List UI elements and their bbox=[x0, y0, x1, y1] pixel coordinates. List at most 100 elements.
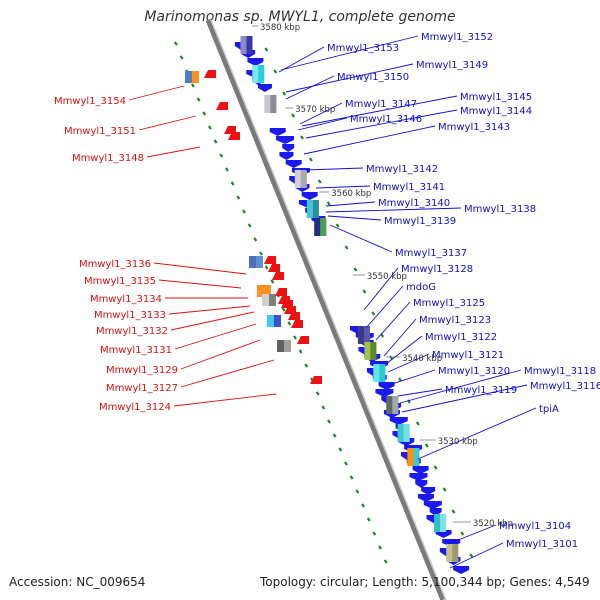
connector-line bbox=[158, 279, 242, 289]
feature-box-shade bbox=[379, 364, 386, 382]
gene-label-right[interactable]: Mmwyl1_3147 bbox=[345, 99, 417, 110]
reverse-gene-arrow bbox=[264, 256, 276, 264]
gc-dot bbox=[338, 447, 343, 452]
gc-dot bbox=[191, 83, 195, 88]
feature-box-shade bbox=[274, 315, 281, 327]
gene-label-right[interactable]: Mmwyl1_3123 bbox=[419, 315, 491, 326]
gene-label-left[interactable]: Mmwyl1_3131 bbox=[100, 345, 172, 356]
gene-label-right[interactable]: Mmwyl1_3152 bbox=[421, 32, 493, 43]
gene-label-right[interactable]: Mmwyl1_3142 bbox=[366, 164, 438, 175]
forward-gene-arrow bbox=[275, 136, 294, 144]
connector-line bbox=[385, 335, 423, 365]
gc-dot bbox=[460, 531, 465, 536]
gc-dot bbox=[270, 279, 275, 284]
gene-label-right[interactable]: Mmwyl1_3116 bbox=[530, 381, 600, 392]
gc-dot bbox=[344, 461, 348, 466]
gc-dot bbox=[469, 553, 474, 558]
connector-line bbox=[305, 109, 458, 139]
gene-label-right[interactable]: mdoG bbox=[406, 282, 436, 293]
feature-box-shade bbox=[403, 424, 410, 442]
gc-dot bbox=[308, 157, 313, 162]
gene-label-right[interactable]: Mmwyl1_3118 bbox=[524, 366, 596, 377]
forward-gene-arrow bbox=[257, 84, 272, 92]
gene-label-right[interactable]: Mmwyl1_3125 bbox=[413, 298, 485, 309]
gene-label-right[interactable]: Mmwyl1_3139 bbox=[384, 216, 456, 227]
forward-gene-arrow bbox=[279, 152, 294, 160]
connector-line bbox=[387, 353, 430, 373]
gene-label-left[interactable]: Mmwyl1_3134 bbox=[90, 294, 162, 305]
gene-label-left[interactable]: Mmwyl1_3151 bbox=[64, 126, 136, 137]
connector-line bbox=[303, 125, 436, 155]
reverse-gene-arrow bbox=[288, 312, 300, 320]
connector-line bbox=[146, 146, 201, 158]
forward-gene-arrow bbox=[415, 480, 428, 488]
forward-gene-arrow bbox=[378, 382, 395, 390]
connector-line bbox=[285, 75, 335, 100]
gene-label-right[interactable]: tpiA bbox=[539, 404, 559, 415]
reverse-gene-arrow bbox=[310, 376, 322, 384]
gc-dot bbox=[282, 91, 287, 96]
forward-gene-arrow bbox=[247, 58, 264, 66]
gene-label-right[interactable]: Mmwyl1_3150 bbox=[337, 72, 409, 83]
gc-dot bbox=[361, 503, 365, 508]
forward-gene-arrow bbox=[375, 389, 394, 397]
gc-dot bbox=[362, 289, 367, 294]
gc-dot bbox=[317, 179, 322, 184]
gene-label-left[interactable]: Mmwyl1_3135 bbox=[84, 276, 156, 287]
gc-dot bbox=[372, 531, 377, 536]
connector-line bbox=[278, 46, 325, 73]
connector-line bbox=[315, 185, 371, 189]
connector-line bbox=[285, 63, 414, 93]
gene-label-right[interactable]: Mmwyl1_3121 bbox=[432, 350, 504, 361]
forward-gene-arrow bbox=[389, 417, 408, 425]
forward-gene-arrow bbox=[285, 160, 302, 168]
gc-dot bbox=[293, 335, 297, 340]
gc-dot bbox=[326, 201, 331, 206]
gc-dot bbox=[264, 47, 269, 52]
gene-label-right[interactable]: Mmwyl1_3146 bbox=[350, 114, 422, 125]
gene-label-right[interactable]: Mmwyl1_3119 bbox=[445, 385, 517, 396]
connector-line bbox=[397, 388, 443, 397]
gene-label-left[interactable]: Mmwyl1_3148 bbox=[72, 153, 144, 164]
gc-dot bbox=[304, 363, 309, 368]
gene-label-right[interactable]: Mmwyl1_3145 bbox=[460, 92, 532, 103]
kbp-tick-label: 3570 kbp bbox=[295, 105, 335, 115]
gene-labels[interactable]: Mmwyl1_3152Mmwyl1_3153Mmwyl1_3149Mmwyl1_… bbox=[54, 32, 600, 550]
gene-label-left[interactable]: Mmwyl1_3136 bbox=[79, 259, 151, 270]
gene-label-right[interactable]: Mmwyl1_3149 bbox=[416, 60, 488, 71]
gene-label-right[interactable]: Mmwyl1_3153 bbox=[327, 43, 399, 54]
gc-dot bbox=[332, 433, 337, 438]
gene-label-right[interactable]: Mmwyl1_3143 bbox=[438, 122, 510, 133]
forward-gene-arrow bbox=[417, 494, 434, 502]
gene-label-left[interactable]: Mmwyl1_3124 bbox=[99, 402, 171, 413]
feature-box-shade bbox=[192, 71, 199, 83]
gene-label-right[interactable]: Mmwyl1_3144 bbox=[460, 106, 532, 117]
gene-label-right[interactable]: Mmwyl1_3128 bbox=[401, 264, 473, 275]
gene-label-right[interactable]: Mmwyl1_3101 bbox=[506, 539, 578, 550]
gene-label-left[interactable]: Mmwyl1_3132 bbox=[96, 326, 168, 337]
gene-label-right[interactable]: Mmwyl1_3138 bbox=[464, 204, 536, 215]
gc-dot bbox=[442, 487, 447, 492]
feature-box-shade bbox=[264, 285, 271, 297]
gene-label-right[interactable]: Mmwyl1_3104 bbox=[499, 521, 571, 532]
reverse-gene-arrow bbox=[291, 320, 303, 328]
gc-dot bbox=[247, 223, 252, 228]
gene-label-left[interactable]: Mmwyl1_3133 bbox=[94, 310, 166, 321]
gc-dot bbox=[398, 377, 402, 382]
gene-label-right[interactable]: Mmwyl1_3137 bbox=[395, 248, 467, 259]
gene-label-left[interactable]: Mmwyl1_3129 bbox=[106, 365, 178, 376]
gene-label-left[interactable]: Mmwyl1_3127 bbox=[106, 383, 178, 394]
forward-gene-arrow bbox=[409, 473, 428, 481]
gc-dot bbox=[202, 111, 207, 116]
gene-label-right[interactable]: Mmwyl1_3140 bbox=[378, 198, 450, 209]
connector-line bbox=[401, 384, 528, 413]
reverse-gene-arrow bbox=[204, 70, 216, 78]
gene-label-right[interactable]: Mmwyl1_3122 bbox=[425, 332, 497, 343]
connector-line bbox=[327, 215, 382, 221]
gene-label-right[interactable]: Mmwyl1_3120 bbox=[438, 366, 510, 377]
gc-dot bbox=[213, 139, 218, 144]
gene-label-left[interactable]: Mmwyl1_3154 bbox=[54, 96, 126, 107]
gene-label-right[interactable]: Mmwyl1_3141 bbox=[373, 182, 445, 193]
genome-backbone bbox=[205, 19, 447, 600]
